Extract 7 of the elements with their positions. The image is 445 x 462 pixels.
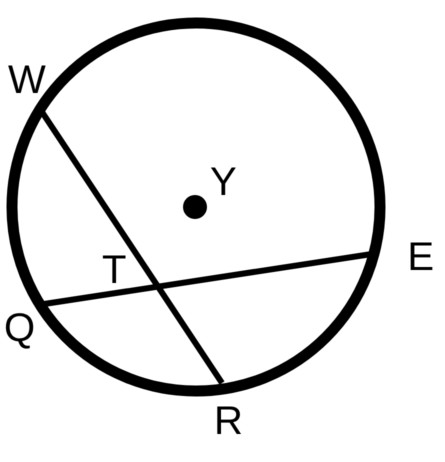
point-label: Q [4,304,46,348]
point-label: E [372,237,434,277]
point-label: T [102,250,126,290]
point-label: W [8,60,50,112]
chord-line [40,110,224,385]
point-label: Y [210,162,237,202]
point-label: R [214,383,254,441]
